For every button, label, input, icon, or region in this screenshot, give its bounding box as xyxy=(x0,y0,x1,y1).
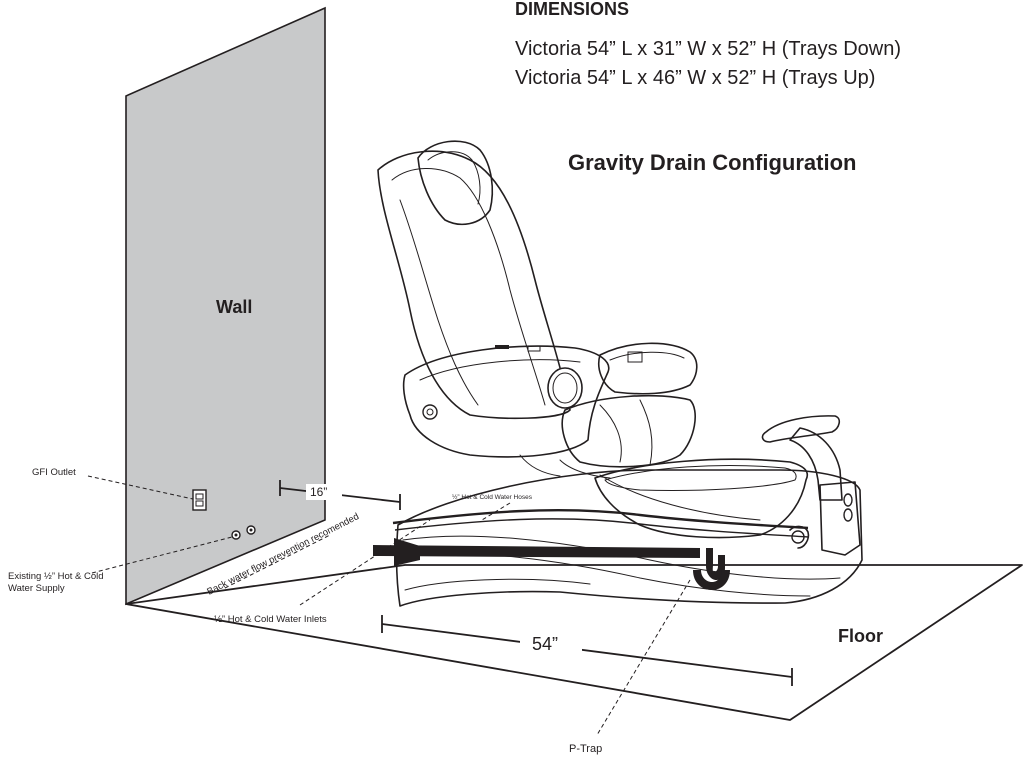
water-hoses-label: ½” Hot & Cold Water Hoses xyxy=(452,493,533,501)
dimensions-title: DIMENSIONS xyxy=(515,0,629,19)
water-hoses xyxy=(392,509,809,530)
dimension-trays-up: Victoria 54” L x 46” W x 52” H (Trays Up… xyxy=(515,67,875,89)
wall-label: Wall xyxy=(216,297,252,317)
pedicure-chair-illustration xyxy=(377,140,863,607)
water-supply-valves-icon xyxy=(231,525,256,540)
wall-distance-dimension xyxy=(279,480,401,510)
water-supply-label-2: Water Supply xyxy=(8,583,65,594)
water-hoses-leader-line xyxy=(481,502,511,521)
backflow-leader-line xyxy=(224,534,331,589)
drain-pipe xyxy=(373,538,730,590)
water-supply-label-1: Existing ½” Hot & Cold xyxy=(8,571,104,582)
water-inlets-label: ½” Hot & Cold Water Inlets xyxy=(214,614,327,625)
gfi-outlet-label: GFI Outlet xyxy=(32,467,76,478)
wall-panel xyxy=(125,6,326,606)
inlets-leader-line xyxy=(299,519,431,606)
length-dimension xyxy=(381,615,793,686)
gfi-leader-line xyxy=(87,475,194,500)
floor-label: Floor xyxy=(838,626,883,646)
p-trap-label: P-Trap xyxy=(569,743,602,755)
dimension-trays-down: Victoria 54” L x 31” W x 52” H (Trays Do… xyxy=(515,38,901,60)
water-hoses-second xyxy=(394,518,809,538)
p-trap-leader-line xyxy=(596,579,691,736)
length-label: 54” xyxy=(532,634,558,654)
configuration-title: Gravity Drain Configuration xyxy=(568,150,856,175)
gfi-outlet-icon xyxy=(192,489,207,511)
water-supply-leader-line xyxy=(91,536,233,574)
wall-distance-label: 16” xyxy=(310,485,327,499)
floor-plane xyxy=(125,564,1023,721)
